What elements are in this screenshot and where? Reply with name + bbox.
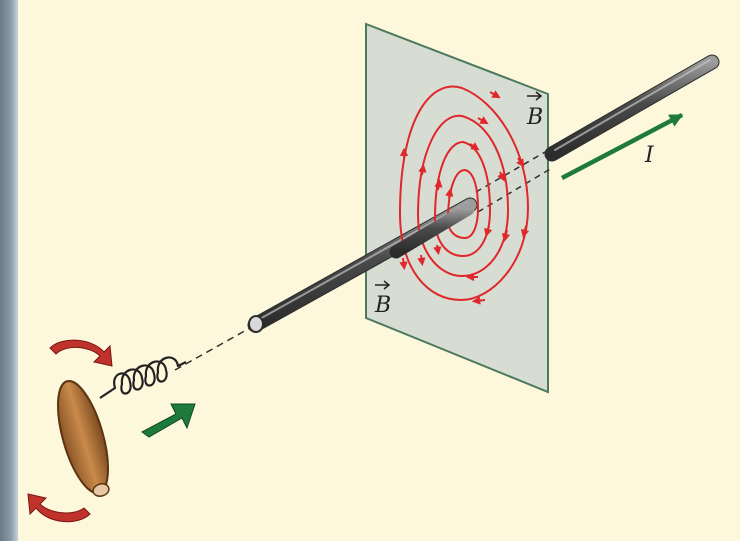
screw-axis [175, 328, 250, 370]
current-label: I [644, 143, 655, 168]
svg-text:B: B [526, 105, 543, 130]
push-arrow-icon [142, 404, 195, 437]
corkscrew-icon [100, 357, 186, 398]
svg-text:B: B [374, 293, 391, 318]
